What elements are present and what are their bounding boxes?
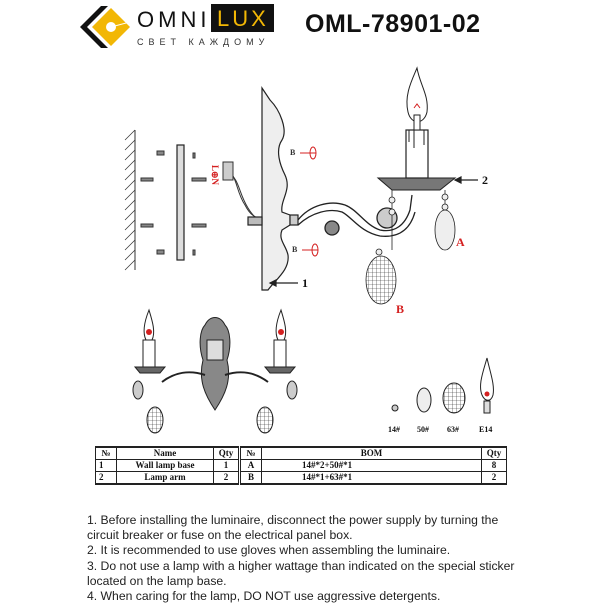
- table-row: 1 Wall lamp base 1 A 14#*2+50#*1 8: [95, 459, 507, 472]
- svg-text:63#: 63#: [447, 425, 459, 434]
- candle-cup: [376, 129, 457, 191]
- note-2: 2. It is recommended to use gloves when …: [87, 543, 451, 558]
- row-name: Wall lamp base: [116, 459, 214, 472]
- crystal-drop-icon: [416, 387, 432, 413]
- callout-2: 2: [482, 173, 488, 187]
- row-bom: 14#*1+63#*1: [261, 471, 482, 485]
- brand-name-omni: OMNI: [137, 7, 211, 32]
- crystal-a: [434, 209, 456, 251]
- row-bom-qty: 8: [481, 459, 507, 472]
- screw-b-bottom: B: [292, 243, 319, 257]
- row-num: 2: [95, 471, 117, 485]
- safety-notes: 1. Before installing the luminaire, disc…: [87, 513, 517, 604]
- col-num: №: [95, 446, 117, 460]
- note-1: 1. Before installing the luminaire, disc…: [87, 513, 499, 543]
- screw-b-top: B: [290, 146, 317, 160]
- row-qty: 1: [213, 459, 240, 472]
- row-code: B: [238, 471, 262, 485]
- col-bom: BOM: [261, 446, 482, 460]
- crystal-b: [365, 255, 397, 305]
- svg-text:B: B: [292, 245, 298, 254]
- note-3: 3. Do not use a lamp with a higher watta…: [87, 558, 515, 588]
- row-num: 1: [95, 459, 117, 472]
- row-qty: 2: [213, 471, 240, 485]
- wiring: [222, 161, 266, 224]
- brand-tagline: СВЕТ КАЖДОМУ: [137, 37, 270, 47]
- callout-1: 1: [302, 276, 308, 290]
- row-bom: 14#*2+50#*1: [261, 459, 482, 472]
- omnilux-logo-icon: [80, 6, 131, 48]
- wall-hatch: [124, 129, 136, 271]
- bom-table: № Name Qty № BOM Qty 1 Wall lamp base 1 …: [95, 446, 507, 485]
- svg-text:B: B: [290, 148, 296, 157]
- anchors-screws: [140, 150, 207, 256]
- svg-text:L⊕N: L⊕N: [210, 165, 220, 186]
- candle-bulb-icon: [406, 66, 428, 131]
- row-code: A: [238, 459, 262, 472]
- brand-name-lux: LUX: [211, 4, 274, 32]
- assembly-diagram: L⊕N 2 1 A B: [124, 66, 494, 434]
- front-view-assembled: [132, 308, 298, 434]
- callout-arrows: [268, 176, 478, 287]
- crystals: [365, 190, 456, 305]
- col-qty: Qty: [213, 446, 240, 460]
- svg-text:14#: 14#: [388, 425, 400, 434]
- col-bom-qty: Qty: [481, 446, 507, 460]
- bead-icon: [391, 404, 399, 412]
- note-4: 4. When caring for the lamp, DO NOT use …: [87, 589, 441, 604]
- table-row: 2 Lamp arm 2 B 14#*1+63#*1 2: [95, 471, 507, 485]
- row-bom-qty: 2: [481, 471, 507, 485]
- table-header-row: № Name Qty № BOM Qty: [95, 446, 507, 460]
- mounting-bracket: [176, 144, 185, 261]
- lamp-arm: [297, 194, 416, 237]
- col-name: Name: [116, 446, 214, 460]
- callout-a: A: [456, 235, 465, 249]
- parts-legend: 14# 50# 63# E14: [388, 357, 494, 434]
- callout-b: B: [396, 302, 404, 316]
- col-code: №: [238, 446, 262, 460]
- svg-text:E14: E14: [479, 425, 492, 434]
- svg-text:50#: 50#: [417, 425, 429, 434]
- oval-crystal-icon: [442, 382, 466, 414]
- candle-bulb-icon: [480, 357, 494, 414]
- wall-plate: [247, 86, 299, 291]
- model-number: OML-78901-02: [305, 10, 481, 38]
- row-name: Lamp arm: [116, 471, 214, 485]
